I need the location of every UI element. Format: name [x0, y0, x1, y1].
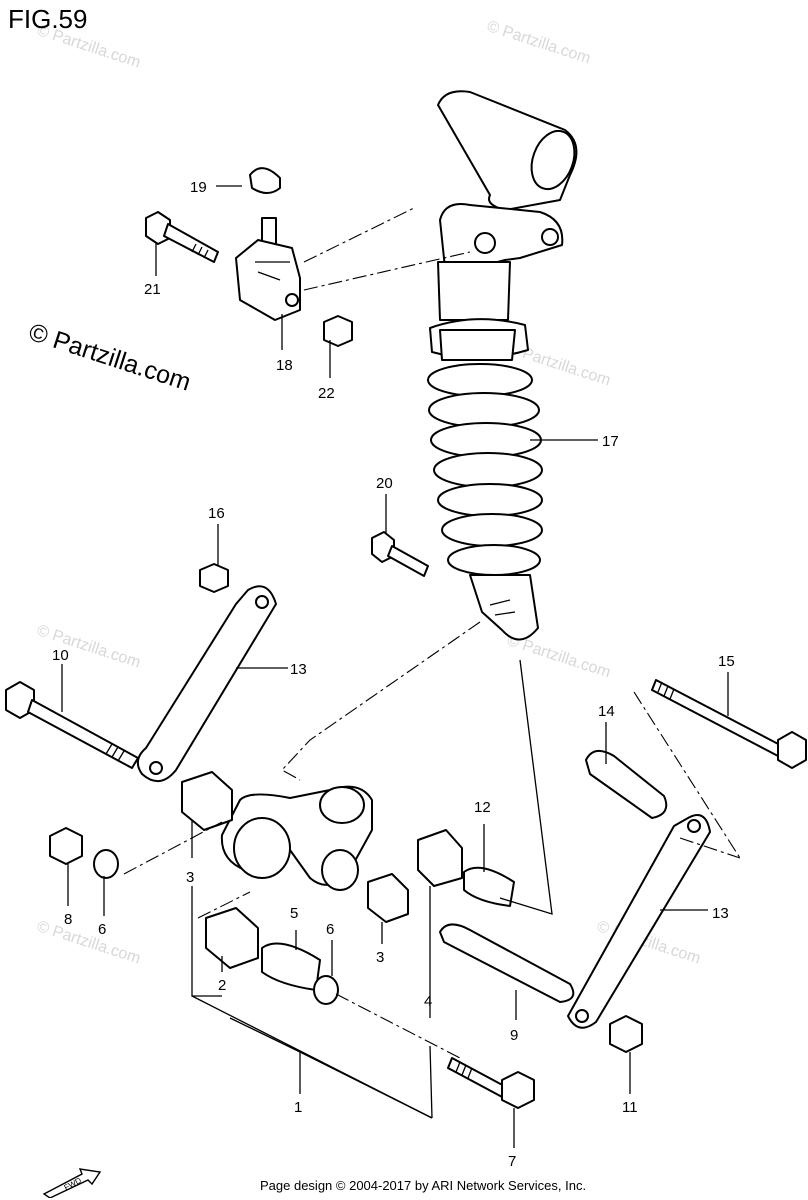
callout-22: 22 [318, 385, 335, 402]
callout-12: 12 [474, 799, 491, 816]
shaft-14 [585, 749, 668, 819]
figure-title: FIG.59 [8, 4, 88, 34]
bolt-21 [145, 211, 219, 263]
callout-11: 11 [622, 1099, 638, 1116]
callout-3-upper: 3 [186, 869, 194, 886]
callout-6-left: 6 [98, 921, 106, 938]
bolt-10 [5, 681, 139, 769]
tie-rod-left [136, 585, 277, 782]
callout-3-lower: 3 [376, 949, 384, 966]
callout-7: 7 [508, 1153, 516, 1170]
bushing-3-lower [367, 873, 409, 923]
cushion-lever [220, 785, 373, 891]
shock-absorber [427, 90, 578, 641]
nut-16 [199, 563, 229, 593]
spacer-12 [463, 866, 515, 907]
nut-22 [323, 315, 353, 347]
callout-8: 8 [64, 911, 72, 928]
bushing-4 [417, 829, 463, 887]
bolt-15 [651, 679, 807, 769]
callout-5: 5 [290, 905, 298, 922]
callout-21: 21 [144, 281, 161, 298]
bolt-7 [447, 1057, 535, 1109]
callout-10: 10 [52, 647, 69, 664]
callout-6-right: 6 [326, 921, 334, 938]
callout-13-right: 13 [712, 905, 729, 922]
fwd-arrow-icon: FWD [42, 1168, 102, 1198]
spring [427, 363, 543, 576]
callout-16: 16 [208, 505, 225, 522]
page-footer: Page design © 2004-2017 by ARI Network S… [260, 1178, 587, 1193]
bushing-2 [205, 907, 259, 969]
callout-19: 19 [190, 179, 207, 196]
washer-6-right [313, 975, 339, 1005]
callout-9: 9 [510, 1027, 518, 1044]
callout-17: 17 [602, 433, 619, 450]
callout-1: 1 [294, 1099, 302, 1116]
washer-6-left [93, 849, 119, 879]
shaft-9 [439, 923, 575, 1003]
shock-upper-bracket [235, 167, 301, 321]
callout-13-left: 13 [290, 661, 307, 678]
callout-15: 15 [718, 653, 735, 670]
bushing-3-upper [181, 771, 233, 831]
callout-20: 20 [376, 475, 393, 492]
callout-14: 14 [598, 703, 615, 720]
nut-11 [609, 1015, 643, 1053]
callout-2: 2 [218, 977, 226, 994]
callout-4: 4 [424, 993, 432, 1010]
tie-rod-right [567, 814, 711, 1029]
spacer-5 [261, 942, 321, 991]
bolt-20 [371, 531, 429, 577]
nut-8 [49, 827, 83, 865]
callout-18: 18 [276, 357, 293, 374]
